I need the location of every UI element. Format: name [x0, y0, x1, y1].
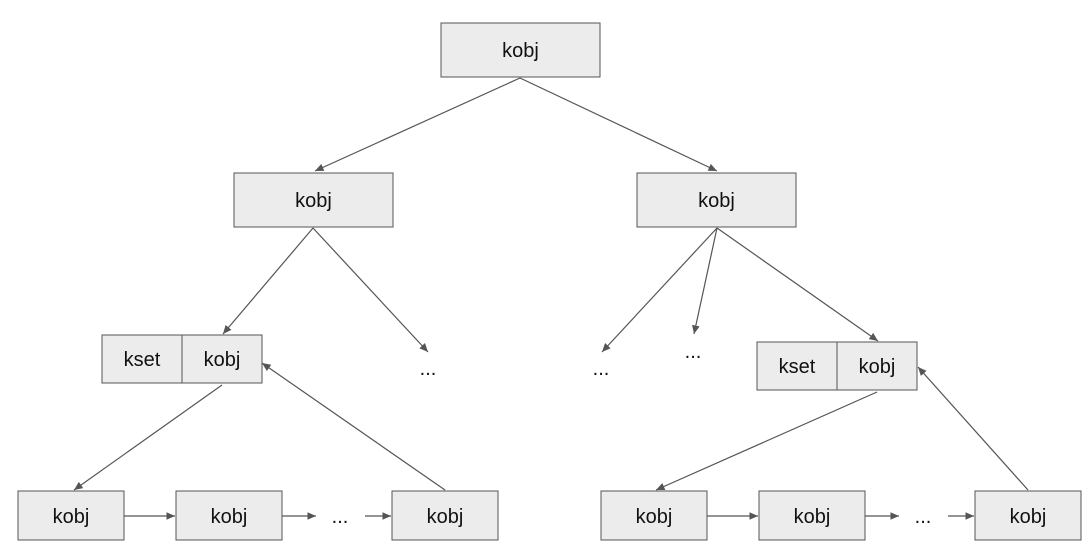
- edge-right-ellipsis-a: [601, 227, 718, 353]
- right-list-item-label: kobj: [794, 506, 831, 528]
- left-list-item-label: kobj: [427, 506, 464, 528]
- left-list-item: kobj: [17, 490, 125, 541]
- edge-left-kset-first: [73, 384, 223, 491]
- edge-right-last-kset: [917, 366, 1029, 491]
- left-list-ellipsis: ...: [332, 506, 349, 528]
- left-kset-kobj-label: kobj: [204, 349, 241, 371]
- edge-root-right: [519, 77, 718, 172]
- right-list-item-label: kobj: [636, 506, 673, 528]
- left-list-item-label: kobj: [53, 506, 90, 528]
- root-node: kobj: [440, 22, 601, 78]
- left-list-item: kobj: [391, 490, 499, 541]
- left-child-label: kobj: [295, 190, 332, 212]
- edge-left-last-kset: [261, 362, 446, 491]
- right-list-item: kobj: [974, 490, 1082, 541]
- right-list-item: kobj: [600, 490, 708, 541]
- left-list-item-label: kobj: [211, 506, 248, 528]
- right-ellipsis-a: ...: [593, 358, 610, 380]
- right-child-node: kobj: [636, 172, 797, 228]
- right-list-ellipsis: ...: [915, 506, 932, 528]
- right-kset-node: kset kobj: [756, 341, 918, 391]
- right-child-label: kobj: [698, 190, 735, 212]
- edge-root-left: [314, 77, 521, 172]
- right-list-item: kobj: [758, 490, 866, 541]
- right-kset-kobj-label: kobj: [859, 356, 896, 378]
- edge-right-ellipsis-b: [692, 227, 718, 335]
- edge-right-kset-first: [655, 391, 878, 491]
- edge-right-kset: [716, 227, 879, 342]
- left-kset-node: kset kobj: [101, 334, 263, 384]
- right-ellipsis-b: ...: [685, 341, 702, 363]
- edge-left-kset: [222, 227, 314, 335]
- right-list-item-label: kobj: [1010, 506, 1047, 528]
- edge-left-ellipsis: [312, 227, 429, 353]
- left-child-node: kobj: [233, 172, 394, 228]
- left-ellipsis: ...: [420, 358, 437, 380]
- right-kset-label: kset: [779, 356, 816, 378]
- root-node-label: kobj: [502, 40, 539, 62]
- left-list-item: kobj: [175, 490, 283, 541]
- edges: [73, 77, 1029, 520]
- left-kset-label: kset: [124, 349, 161, 371]
